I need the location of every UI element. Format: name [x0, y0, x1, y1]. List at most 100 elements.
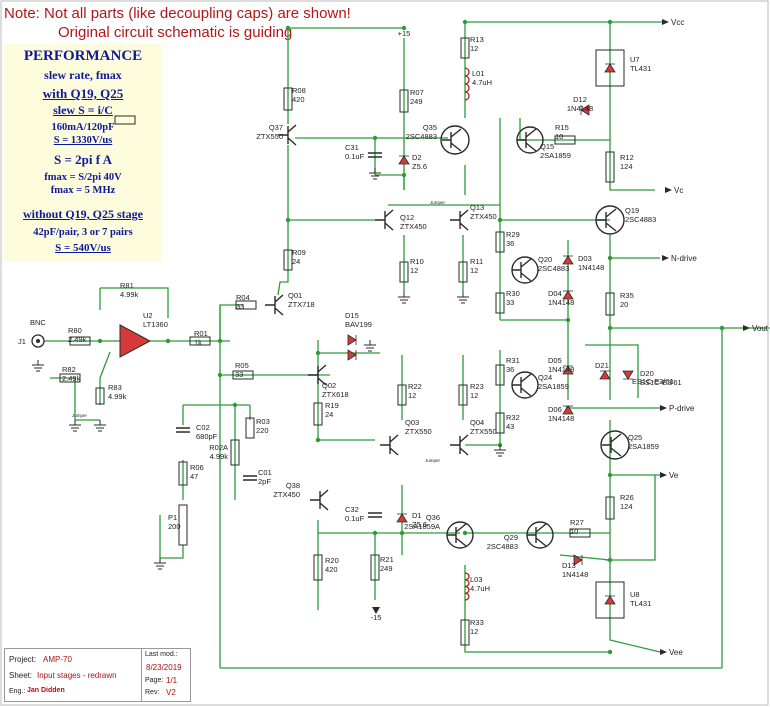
- value-label: ZTX718: [288, 300, 315, 309]
- value-label: 2SA1859: [540, 151, 571, 160]
- junction-dot: [607, 325, 613, 331]
- junction-dot: [97, 338, 103, 344]
- ref-label: R04: [236, 293, 250, 302]
- ref-label: C01: [258, 468, 272, 477]
- net-label: P-drive: [669, 404, 695, 413]
- wire: [160, 545, 184, 559]
- wire: [100, 287, 169, 318]
- ref-label: Q01: [288, 291, 302, 300]
- net-arrow-icon: [662, 255, 669, 261]
- perf-without-heading: without Q19, Q25 stage: [23, 207, 143, 221]
- junction-dot: [462, 530, 468, 536]
- resistor-symbol: [554, 135, 576, 145]
- wire: [609, 22, 655, 191]
- ground-icon: [69, 420, 81, 432]
- diode-symbol: [562, 255, 574, 265]
- eng-value: Jan Didden: [27, 687, 65, 694]
- ground-icon: [494, 445, 506, 457]
- value-label: 2SA1859: [538, 382, 569, 391]
- resistor-symbol: [232, 370, 254, 380]
- minus15-label: -15: [371, 613, 382, 622]
- transistor-leads: [517, 128, 537, 152]
- ref-label: C31: [345, 143, 359, 152]
- value-label: 1k: [194, 338, 202, 347]
- value-label: 0.1uF: [345, 152, 365, 161]
- resistor-symbol: [605, 292, 615, 316]
- rev-value: V2: [166, 688, 176, 697]
- tl431-symbol: [595, 581, 625, 619]
- ref-label: U8: [630, 590, 640, 599]
- ref-label: Q36: [426, 513, 440, 522]
- resistor-symbol: [114, 115, 136, 125]
- ref-label: D03: [578, 254, 592, 263]
- value-label: 33: [236, 302, 244, 311]
- jumper-label: Jumper: [425, 458, 441, 463]
- junction-dot: [565, 317, 571, 323]
- bnc-connector-icon: [31, 334, 45, 348]
- value-label: 33: [235, 370, 243, 379]
- junction-dot: [315, 350, 321, 356]
- resistor-symbol: [245, 417, 255, 439]
- wire: [50, 377, 100, 421]
- ref-label: R33: [470, 618, 484, 627]
- perf-fmax-formula: fmax = S/2pi 40V: [44, 172, 122, 183]
- resistor-symbol: [189, 336, 211, 346]
- small-transistor-symbol: [310, 489, 329, 511]
- ref-label: Q02: [322, 381, 336, 390]
- ref-label: R83: [108, 383, 122, 392]
- ref-label: C02: [196, 423, 210, 432]
- value-label: ZTX550: [405, 427, 432, 436]
- diode-symbol: [562, 405, 574, 415]
- ref-label: R12: [620, 153, 634, 162]
- net-label: Vout: [752, 324, 769, 333]
- value-label: 1N4148: [548, 298, 574, 307]
- ref-label: Q24: [538, 373, 552, 382]
- value-label: 1N4148: [562, 570, 588, 579]
- junction-dot: [165, 338, 171, 344]
- value-label: 420: [325, 565, 338, 574]
- perf-pair-cap: 42pF/pair, 3 or 7 pairs: [33, 227, 133, 238]
- junction-dot: [315, 437, 321, 443]
- ground-icon: [398, 292, 410, 304]
- junction-dot: [607, 649, 613, 655]
- net-arrow-icon: [660, 405, 667, 411]
- ref-label: D2: [412, 153, 422, 162]
- value-label: TL431: [630, 599, 651, 608]
- d20-value-label: ES1C-E3/61: [632, 377, 674, 386]
- value-label: 2SC4883: [487, 542, 518, 551]
- ref-label: D21: [595, 361, 609, 370]
- bnc-label: BNC: [30, 318, 46, 327]
- net-label: Ve: [669, 471, 679, 480]
- ref-label: R07: [410, 88, 424, 97]
- perf-slew-formula: slew S = i/C: [53, 103, 113, 117]
- junction-dot: [372, 530, 378, 536]
- bnc-pin-icon: [36, 339, 40, 343]
- capacitor-symbol: [243, 475, 257, 481]
- ground-icon: [154, 558, 166, 570]
- resistor-symbol: [69, 336, 91, 346]
- ref-label: D15: [345, 311, 359, 320]
- value-label: LT1360: [143, 320, 168, 329]
- net-arrow-icon: [660, 649, 667, 655]
- net-arrow-icon: [662, 19, 669, 25]
- value-label: ZTX550: [470, 427, 497, 436]
- resistor-symbol: [399, 89, 409, 113]
- ref-label: Q12: [400, 213, 414, 222]
- note-line-1: Note: Not all parts (like decoupling cap…: [4, 5, 351, 22]
- value-label: 4.7uH: [472, 78, 492, 87]
- resistor-symbol: [397, 384, 407, 406]
- ground-icon: [32, 360, 44, 372]
- value-label: 10: [555, 132, 563, 141]
- small-transistor-symbol: [450, 434, 469, 456]
- project-value: AMP-70: [43, 655, 72, 664]
- ref-label: R02A: [209, 443, 228, 452]
- transistor-leads: [512, 373, 532, 397]
- resistor-symbol: [458, 384, 468, 406]
- perf-title: PERFORMANCE: [23, 48, 143, 64]
- transistor-leads: [512, 258, 532, 282]
- title-block-main: Project: AMP-70 Sheet: Input stages - re…: [4, 648, 142, 702]
- diode-symbol: [604, 63, 616, 73]
- net-label: Vc: [674, 186, 683, 195]
